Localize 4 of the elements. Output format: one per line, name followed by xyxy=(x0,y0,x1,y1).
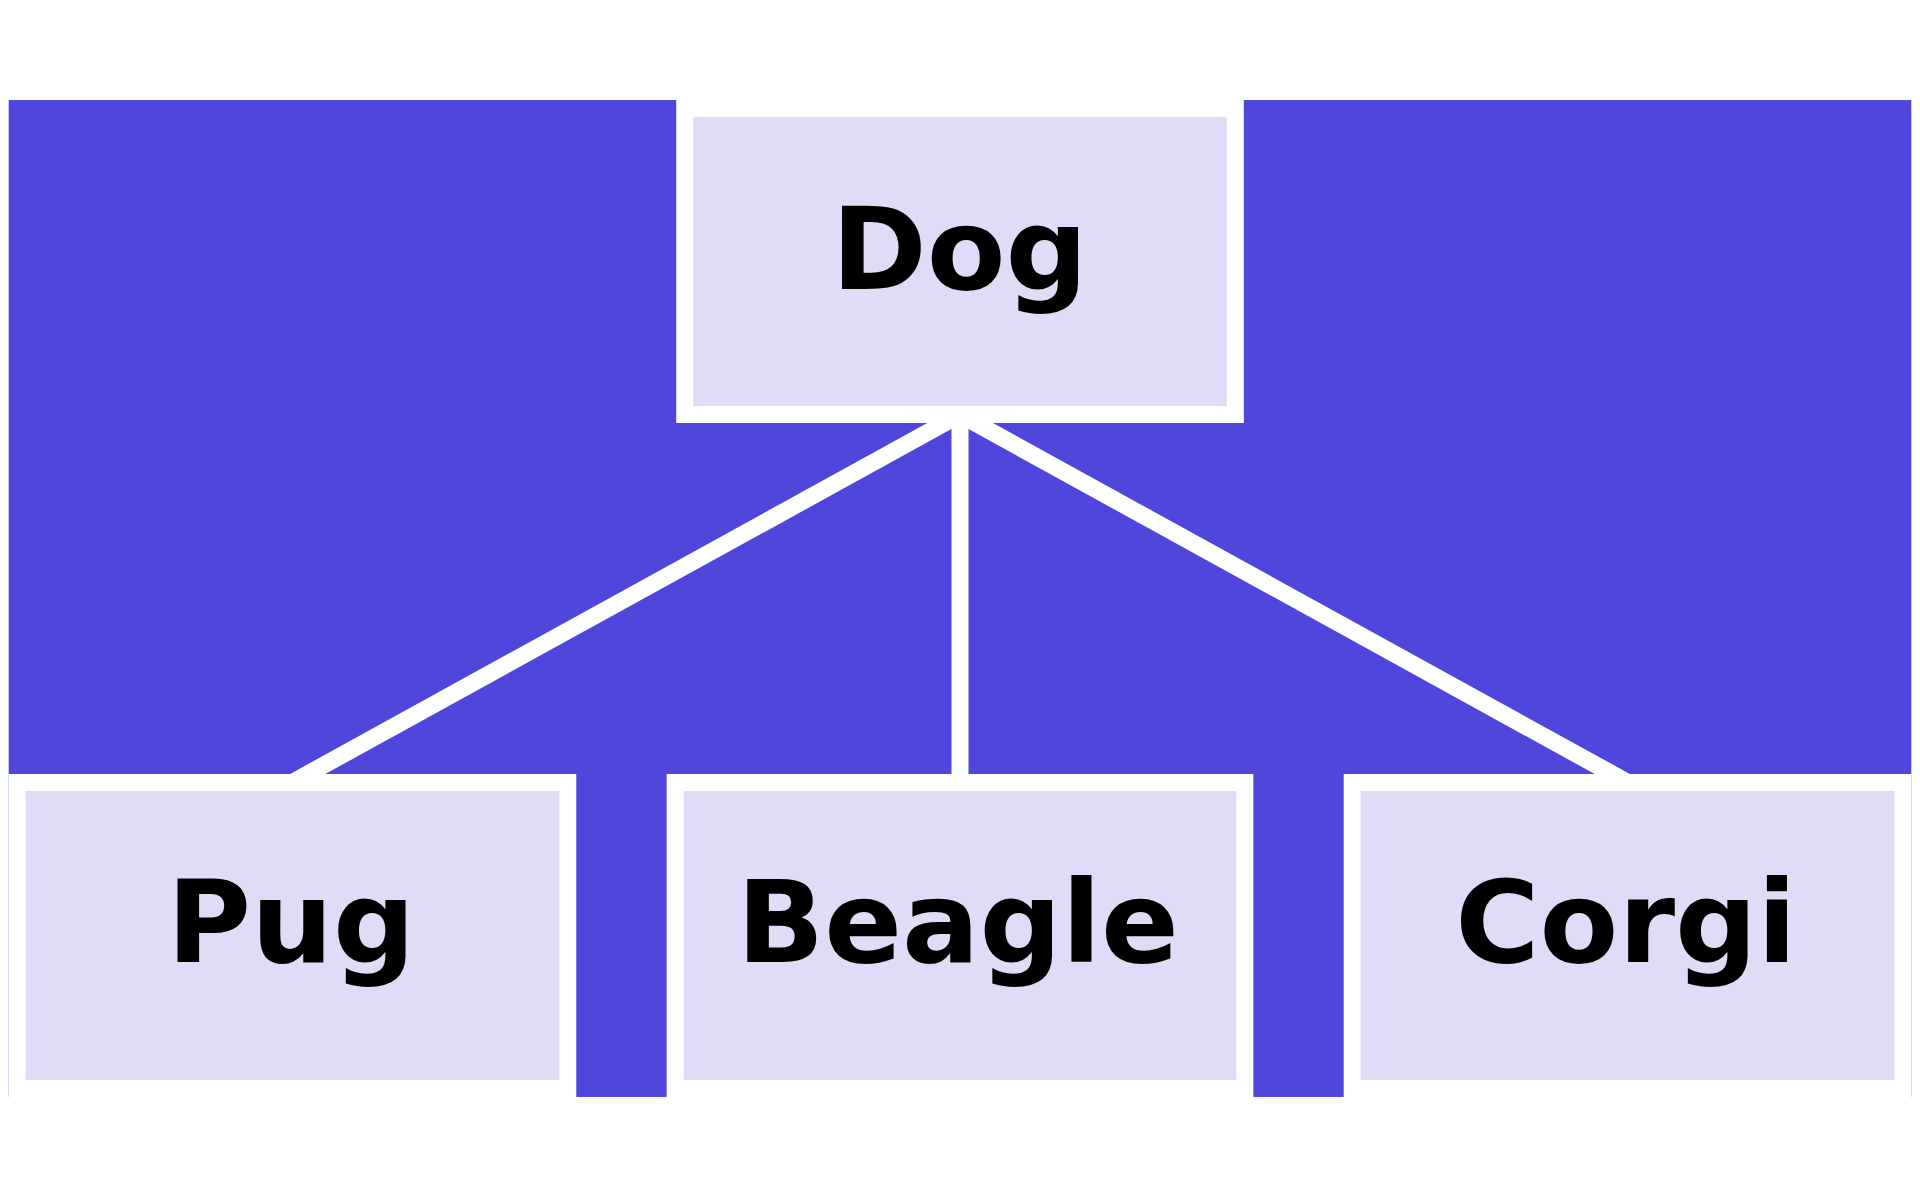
node-box: Pug xyxy=(8,773,577,1097)
node-box: Beagle xyxy=(666,773,1254,1097)
node-box: Corgi xyxy=(1343,773,1912,1097)
node-box: Dog xyxy=(676,99,1244,423)
